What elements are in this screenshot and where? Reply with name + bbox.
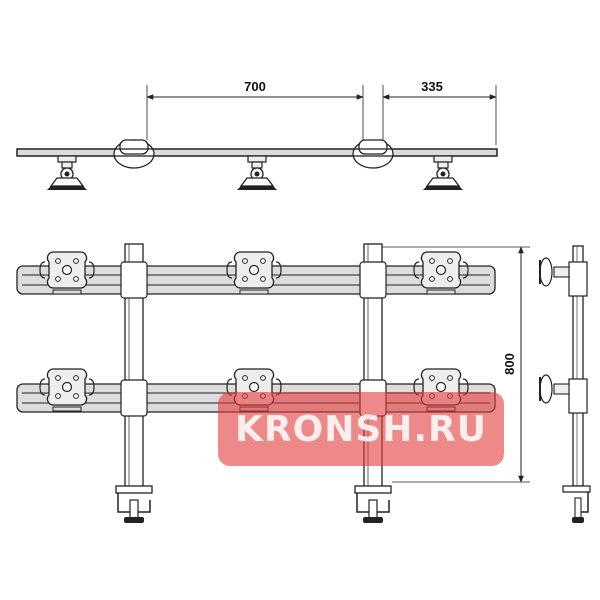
side-view [539, 245, 591, 523]
desk-clamp-left [115, 485, 153, 523]
top-view [16, 139, 498, 191]
dimension-800: 800 [382, 246, 530, 483]
dimension-335-label: 335 [421, 79, 443, 94]
top-bracket-right [422, 155, 464, 191]
top-pole-clamp-left [113, 139, 155, 169]
watermark: KRONSH.RU [218, 392, 504, 466]
side-desk-clamp [562, 485, 591, 523]
desk-clamp-right [354, 485, 392, 523]
watermark-text: KRONSH.RU [235, 409, 487, 450]
top-bracket-center [236, 155, 278, 191]
dimension-700: 700 [146, 79, 364, 140]
front-pole-left [120, 243, 148, 489]
top-bracket-left [46, 155, 88, 191]
dimension-700-label: 700 [244, 79, 266, 94]
dimension-800-label: 800 [502, 353, 517, 375]
front-view [16, 243, 496, 523]
top-crossbar [16, 148, 498, 157]
top-pole-clamp-right [352, 139, 394, 169]
dimension-335: 335 [382, 79, 497, 145]
side-arm-lower [539, 374, 588, 414]
side-arm-upper [539, 257, 588, 297]
